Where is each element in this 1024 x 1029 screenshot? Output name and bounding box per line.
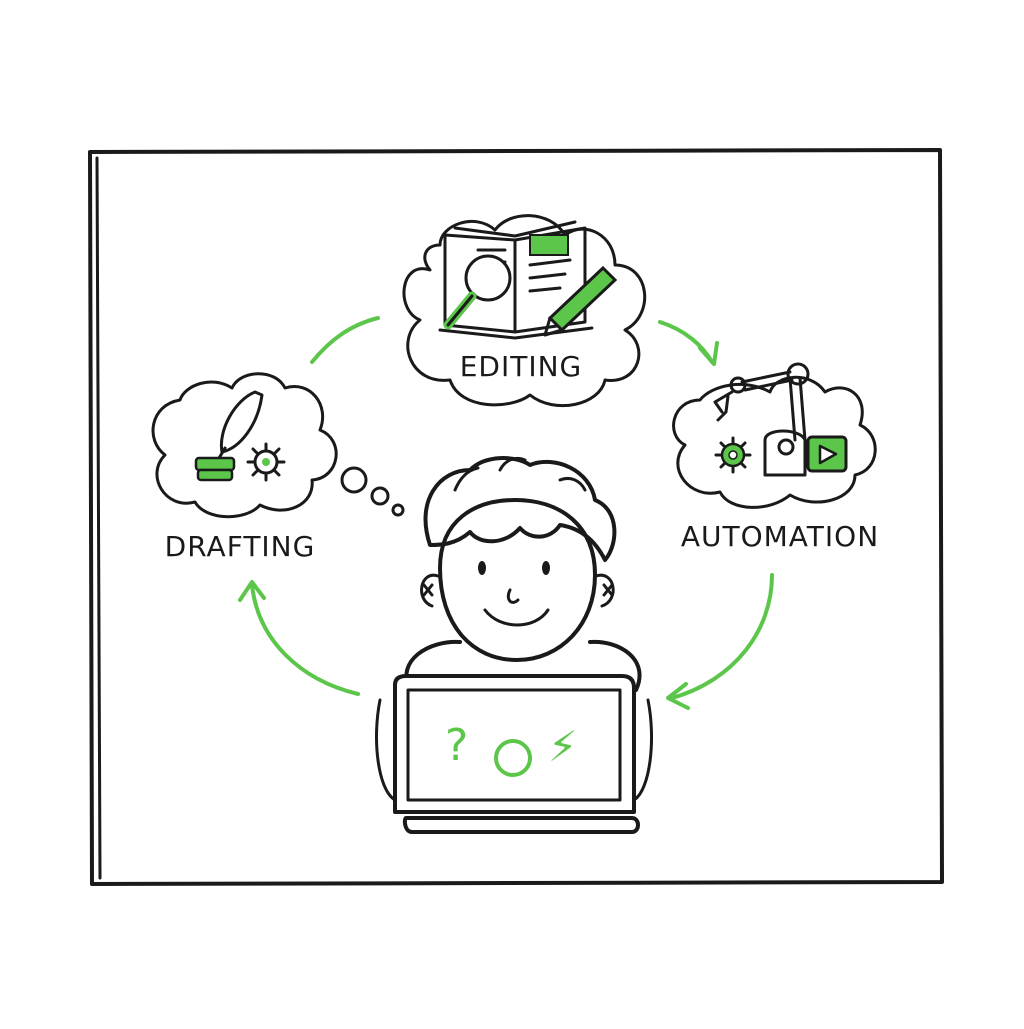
quill-icon bbox=[213, 390, 264, 467]
laptop-question-glyph: ? bbox=[445, 720, 469, 771]
step-label-drafting: DRAFTING bbox=[164, 530, 316, 563]
laptop-bolt-glyph: ⚡ bbox=[548, 722, 578, 771]
ink-pot-icon bbox=[194, 456, 236, 482]
thought-bubbles bbox=[340, 466, 405, 517]
step-label-automation: AUTOMATION bbox=[680, 520, 880, 553]
laptop-icon bbox=[375, 674, 654, 834]
automation-cloud bbox=[672, 375, 877, 509]
book-icon bbox=[438, 220, 594, 340]
gear-icon bbox=[714, 436, 752, 474]
play-icon bbox=[806, 435, 848, 473]
editing-cloud bbox=[402, 214, 647, 408]
frame bbox=[88, 148, 944, 886]
drafting-cloud bbox=[151, 372, 338, 519]
pencil-icon bbox=[543, 265, 618, 337]
person-icon bbox=[404, 456, 642, 692]
robot-arm-icon bbox=[713, 362, 810, 477]
magnifier-icon bbox=[443, 254, 512, 330]
cycle-arrow-icon bbox=[238, 316, 774, 710]
step-label-editing: EDITING bbox=[459, 350, 583, 383]
gear-icon bbox=[246, 442, 286, 482]
